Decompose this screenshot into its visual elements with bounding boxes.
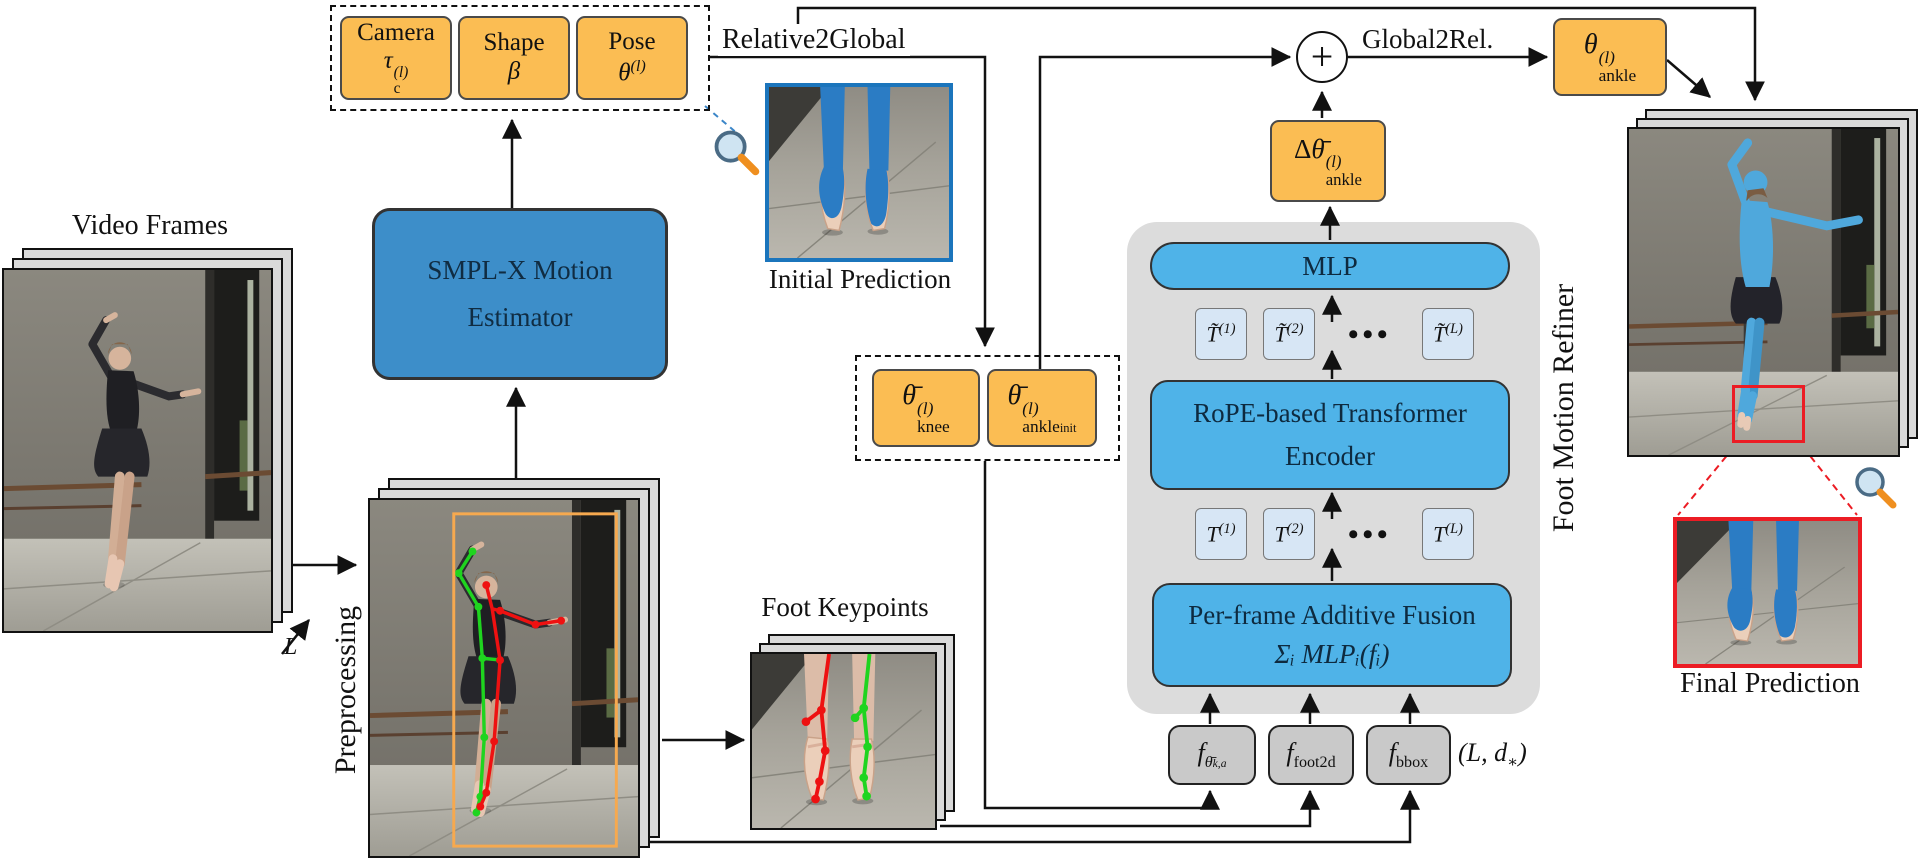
smplx-params-dashed-box bbox=[330, 5, 710, 111]
ankle-init-prior-box: θ̄(l)ankleinit bbox=[987, 369, 1097, 447]
priors-dashed-box bbox=[855, 355, 1120, 461]
t-tilde-1-box: T̃(1) bbox=[1195, 308, 1247, 360]
magnifier-icon-final bbox=[1855, 467, 1897, 509]
t-tilde-ellipsis: ••• bbox=[1348, 318, 1392, 351]
dashed-zoom-line-final-left bbox=[1677, 446, 1735, 516]
magnifier-icon bbox=[714, 130, 760, 176]
f-foot2d-box: ffoot2d bbox=[1268, 725, 1354, 785]
pose-param-box: Pose θ(l) bbox=[576, 16, 688, 100]
t-1-box: T(1) bbox=[1195, 508, 1247, 560]
t-L-box: T(L) bbox=[1422, 508, 1474, 560]
person-bbox bbox=[452, 512, 618, 848]
pose-title: Pose bbox=[608, 28, 656, 56]
fusion-box: Per-frame Additive Fusion Σᵢ MLPᵢ(fᵢ) bbox=[1152, 583, 1512, 687]
rope-transformer-box: RoPE-based Transformer Encoder bbox=[1150, 380, 1510, 490]
skeleton-overlay bbox=[454, 547, 566, 817]
preprocessing-label: Preprocessing bbox=[329, 605, 362, 775]
foot-motion-refiner-label: Foot Motion Refiner bbox=[1547, 283, 1580, 533]
preprocessing-frame-front bbox=[368, 498, 640, 858]
video-frame-front bbox=[2, 268, 273, 633]
foot-keypoints-overlay bbox=[801, 654, 872, 804]
plus-node: + bbox=[1296, 31, 1348, 83]
t-tilde-2-box: T̃(2) bbox=[1263, 308, 1315, 360]
foot-keypoints-label: Foot Keypoints bbox=[761, 592, 929, 622]
mlp-box: MLP bbox=[1150, 242, 1510, 290]
frame-count-label: L bbox=[284, 634, 298, 660]
foot-zoom-bbox bbox=[1732, 385, 1805, 443]
final-prediction-label: Final Prediction bbox=[1680, 668, 1860, 699]
dims-label: (L, d∗) bbox=[1458, 738, 1527, 772]
camera-title: Camera bbox=[357, 18, 435, 46]
output-frame-front bbox=[1627, 127, 1900, 457]
video-frames-label: Video Frames bbox=[71, 210, 229, 241]
global2rel-label: Global2Rel. bbox=[1358, 24, 1498, 55]
refined-ankle-box: θ(l)ankle bbox=[1553, 18, 1667, 96]
final-prediction-image bbox=[1673, 517, 1862, 668]
knee-prior-box: θ̄(l)knee bbox=[872, 369, 980, 447]
arrow-ankle-to-output bbox=[1666, 59, 1711, 98]
t-2-box: T(2) bbox=[1263, 508, 1315, 560]
f-theta-box: fθ̄k,a bbox=[1168, 725, 1256, 785]
t-tilde-L-box: T̃(L) bbox=[1422, 308, 1474, 360]
initial-prediction-label: Initial Prediction bbox=[768, 264, 952, 294]
dashed-zoom-line-final-right bbox=[1802, 446, 1858, 516]
shape-param-box: Shape β bbox=[458, 16, 570, 100]
smplx-motion-estimator: SMPL-X Motion Estimator bbox=[372, 208, 668, 380]
initial-prediction-image bbox=[765, 83, 953, 262]
f-bbox-box: fbbox bbox=[1366, 725, 1451, 785]
delta-ankle-box: Δθ̄(l)ankle bbox=[1270, 120, 1386, 202]
t-ellipsis: ••• bbox=[1348, 518, 1392, 551]
relative2global-label: Relative2Global bbox=[718, 24, 910, 56]
shape-title: Shape bbox=[483, 29, 545, 57]
line-footkp-to-ffoot2d bbox=[940, 789, 1320, 828]
footkp-frame-front bbox=[750, 652, 937, 830]
camera-param-box: Camera τ(l)c bbox=[340, 16, 452, 100]
